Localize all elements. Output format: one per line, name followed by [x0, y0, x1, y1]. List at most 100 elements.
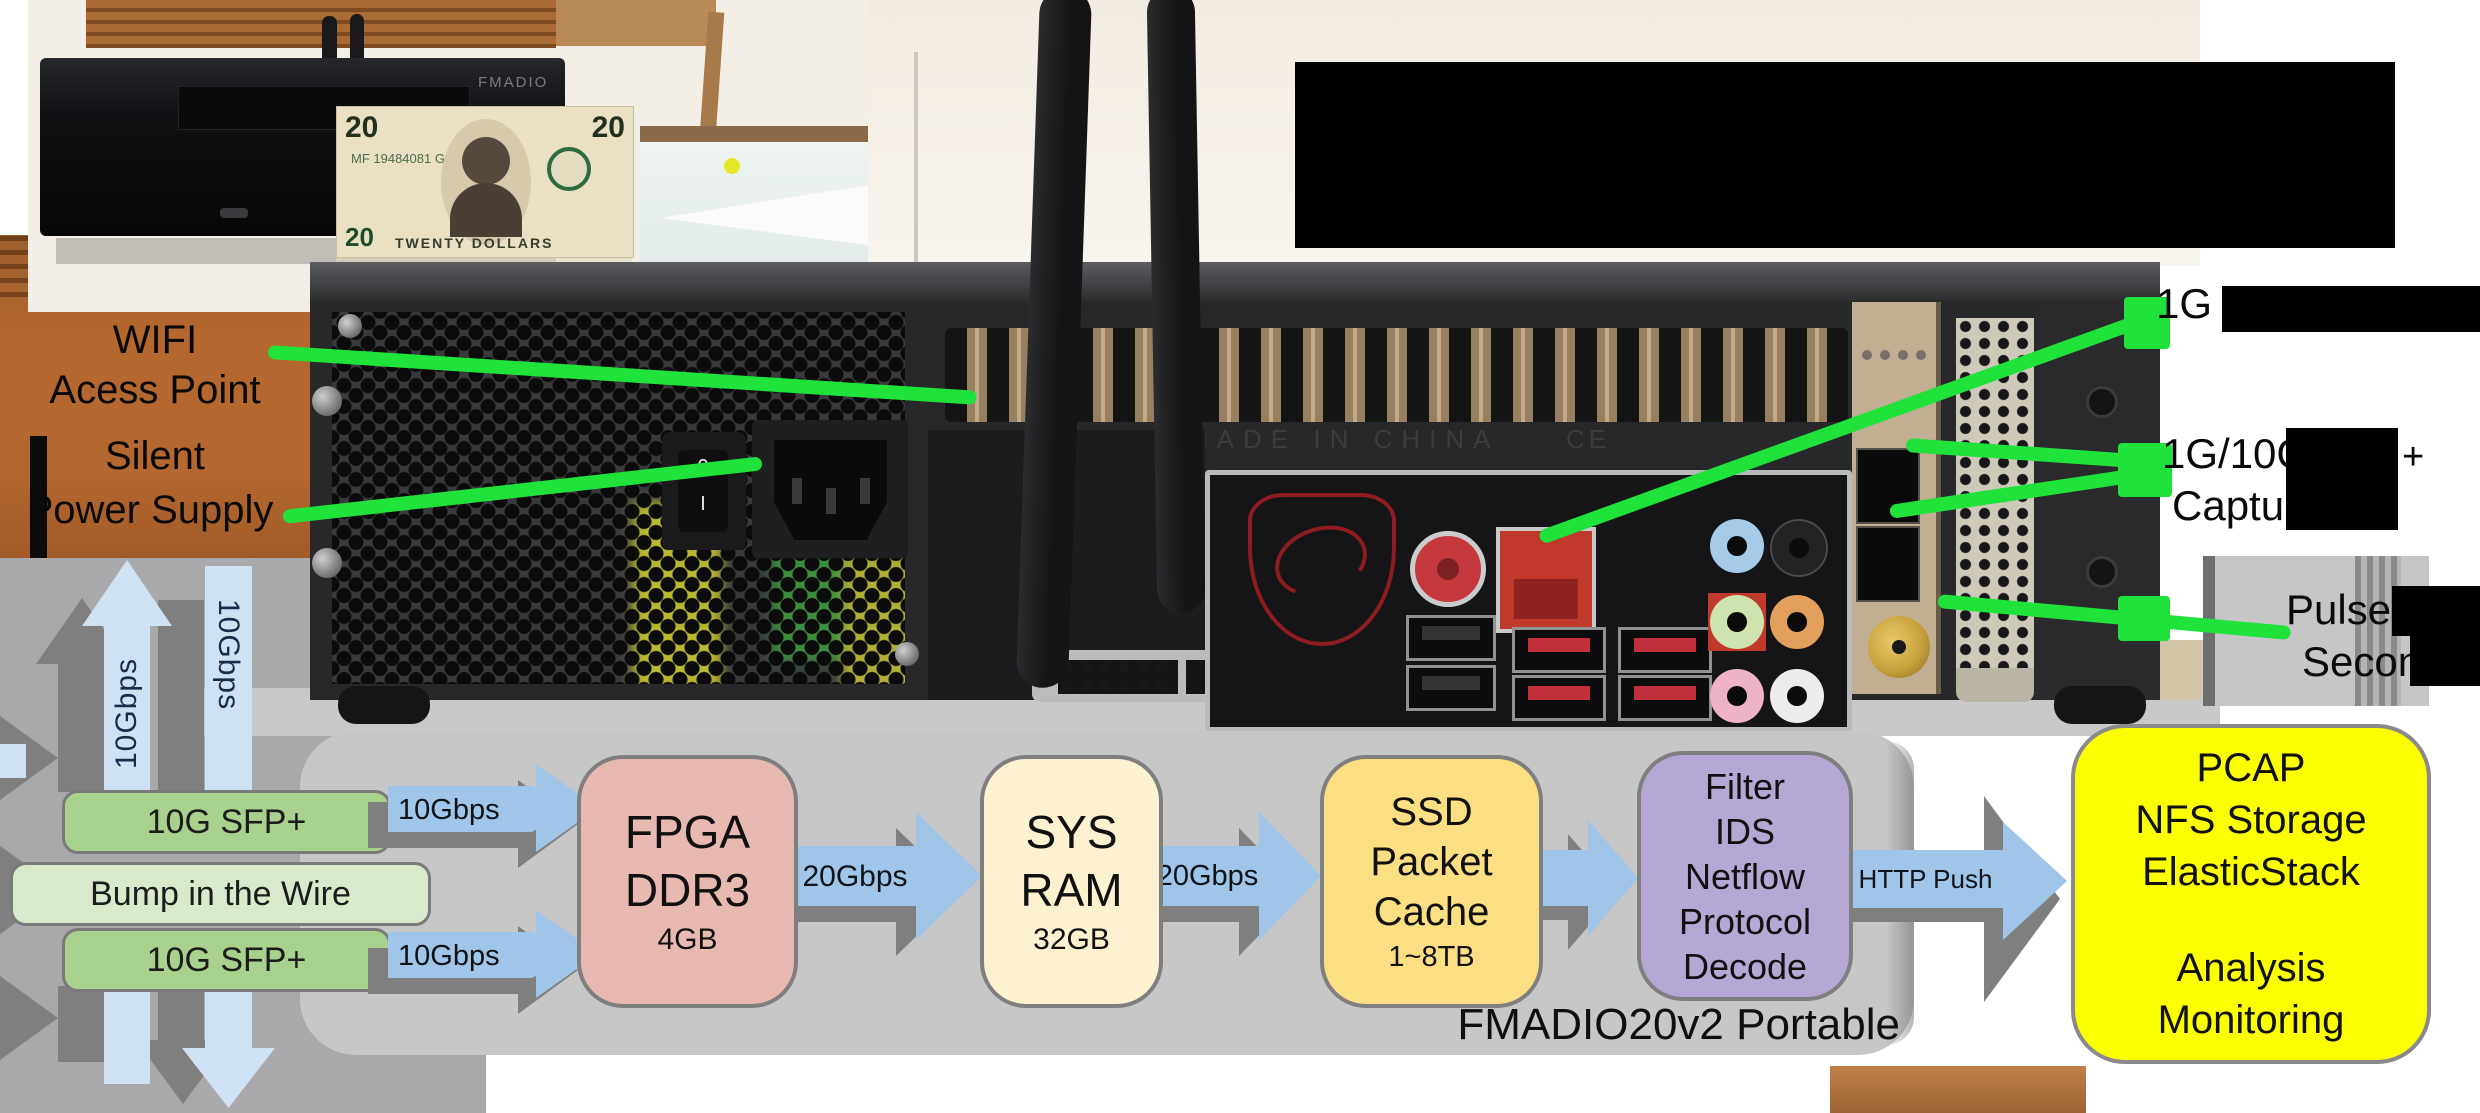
wifi-label-line2: Acess Point [49, 368, 261, 412]
usb-port-red [1512, 675, 1606, 721]
psu-label-line1: Silent [104, 434, 206, 478]
access-point-antenna-icon [322, 16, 337, 64]
wood-shelf [556, 0, 716, 46]
redaction-box-capture [2286, 428, 2398, 530]
photo-dark-bar [30, 436, 47, 558]
pcap-line5: Monitoring [2157, 998, 2345, 1042]
usb-port-black [1406, 665, 1496, 711]
ssd-line3: Cache [1373, 889, 1490, 934]
led-dot [1916, 350, 1926, 360]
chassis-foot [338, 686, 430, 724]
fpga-line1: FPGA [624, 805, 751, 858]
node-ssd-cache: SSD Packet Cache 1~8TB [1320, 755, 1543, 1008]
yellow-dot [724, 158, 740, 174]
inlet-pin [826, 488, 836, 514]
ram-line2: RAM [1020, 863, 1123, 916]
http-push-label: HTTP Push [1858, 864, 1993, 894]
power-inlet-socket [774, 440, 887, 540]
fpga-ram-arrow-shaft [790, 846, 918, 906]
mgmt-port-label: 1G [2156, 280, 2213, 327]
dvi-pins [1058, 660, 1178, 694]
switch-on-glyph: I [700, 493, 706, 515]
ram-sub: 32GB [1033, 922, 1110, 956]
node-filter: Filter IDS Netflow Protocol Decode [1637, 751, 1853, 1001]
msi-dragon-glyph [1265, 514, 1377, 608]
portrait-silhouette [462, 137, 510, 185]
filter-line3: Netflow [1684, 855, 1806, 897]
redaction-box-large [1295, 62, 2395, 248]
lan-port [1496, 527, 1596, 633]
sma-pps-connector [1868, 616, 1930, 678]
pcap-line2: NFS Storage [2135, 798, 2367, 842]
ssd-filter-arrow-shaft [1536, 850, 1590, 906]
sma-center-hole [1892, 640, 1906, 654]
ram-line1: SYS [1025, 805, 1118, 858]
capture-label-line1: 1G/10G [2162, 430, 2310, 477]
sfp-box-top-label: 10G SFP+ [146, 802, 307, 841]
window-frame-line [914, 52, 918, 370]
embossed-ce-mark: CE [1566, 424, 1611, 454]
node-fpga: FPGA DDR3 4GB [577, 755, 798, 1008]
fpga-sub: 4GB [657, 922, 718, 956]
fpga-ram-arrow-label: 20Gbps [802, 860, 908, 893]
audio-jack-lineout [1710, 595, 1764, 649]
sfp-box-bottom: 10G SFP+ [62, 928, 391, 992]
sfp-cage-port [1856, 526, 1920, 602]
down-strip-label: 10Gbps [212, 599, 245, 711]
motherboard-io-plate [1205, 470, 1852, 732]
bottom-strip [104, 986, 150, 1084]
bump-in-the-wire-box: Bump in the Wire [10, 862, 431, 926]
top-vent-slots [945, 328, 1848, 422]
pcap-line3: ElasticStack [2142, 850, 2360, 894]
redaction-box-mgmt [2222, 286, 2480, 332]
desk-edge-wood [640, 126, 868, 142]
sfp-box-top: 10G SFP+ [62, 790, 391, 854]
usb-port-red [1618, 627, 1712, 673]
thumbscrew-icon [312, 548, 342, 578]
input-bar-bottom [388, 932, 538, 978]
inlet-pin [860, 478, 870, 504]
filter-line1: Filter [1705, 765, 1785, 807]
bill-portrait [441, 119, 531, 245]
pcap-line4: Analysis [2176, 946, 2326, 990]
arrow-shadow [58, 660, 104, 792]
redaction-box-pps2 [2410, 636, 2480, 686]
screw-icon [895, 642, 919, 666]
audio-jack-orange [1770, 595, 1824, 649]
usb-port-black [1406, 615, 1496, 661]
power-switch: 0 I [662, 432, 746, 550]
usb-port-red [1512, 627, 1606, 673]
cardboard-strip [86, 0, 556, 48]
ram-ssd-arrow-shaft [1155, 846, 1261, 906]
usb-port-red [1618, 675, 1712, 721]
chassis-top-bevel [310, 262, 2160, 302]
input-bar-top [388, 786, 538, 832]
msi-shield-logo [1248, 493, 1396, 646]
power-inlet [752, 420, 908, 558]
container-label: FMADIO20v2 Portable [1457, 1000, 1900, 1049]
thumbscrew-icon [312, 386, 342, 416]
ap-button [220, 208, 248, 218]
audio-jack-linein [1710, 519, 1764, 573]
arrow-shadow [58, 986, 104, 1062]
led-dot [1880, 350, 1890, 360]
ssd-line1: SSD [1390, 789, 1473, 834]
audio-jack-white [1770, 669, 1824, 723]
capture-label-plus: + [2402, 436, 2425, 478]
edge-arrow-blue-sliver [0, 744, 26, 778]
fpga-line2: DDR3 [624, 863, 751, 916]
bill-denomination-text: TWENTY DOLLARS [395, 235, 554, 251]
ps2-port [1410, 531, 1486, 607]
filter-line5: Decode [1682, 945, 1808, 987]
up-arrow-label: 10Gbps [110, 657, 143, 769]
bill-serial: MF 19484081 G [351, 151, 445, 166]
cardboard-box-bottom-right [1830, 1066, 2086, 1113]
capture-label-line2: Captu [2172, 482, 2285, 529]
twenty-dollar-bill: 20 20 MF 19484081 G 20 TWENTY DOLLARS [336, 106, 634, 258]
screw-icon [338, 314, 362, 338]
bill-corner-20: 20 [345, 111, 379, 144]
down-arrow-shaft [205, 986, 252, 1052]
chassis-foot [2054, 686, 2146, 724]
node-pcap-storage: PCAP NFS Storage ElasticStack Analysis M… [2071, 724, 2431, 1064]
